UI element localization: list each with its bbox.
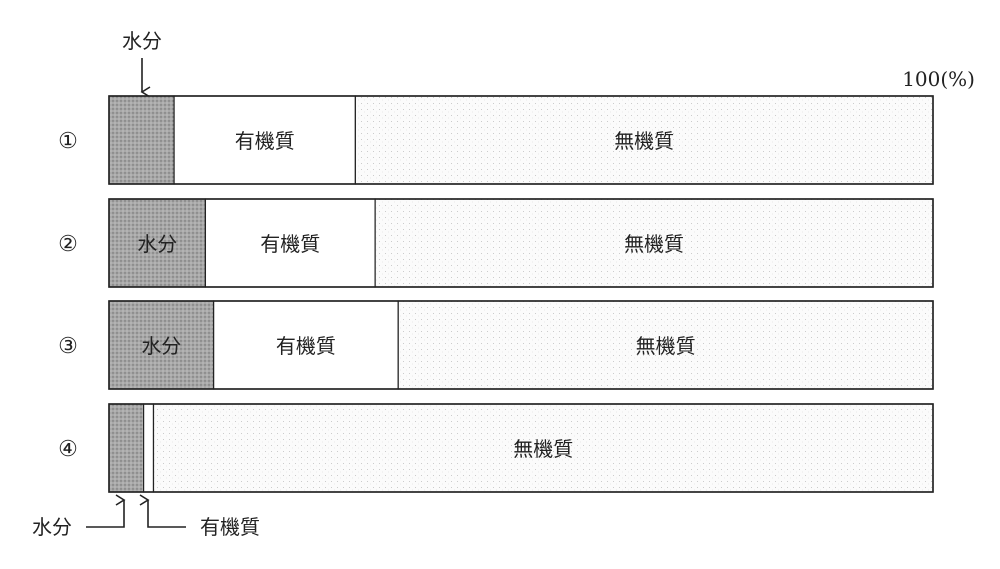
scale-label: 100(%) [902,67,975,91]
bottom-organic-arrow [139,494,186,528]
bar-3-organic-label: 有機質 [276,334,336,358]
bar-2-inorganic-label: 無機質 [624,232,684,256]
bar-4-outline [108,403,934,493]
row-label-1: ① [58,129,78,154]
bar-1-organic-label: 有機質 [235,129,295,153]
bar-3-outline [108,300,934,390]
bar-2-outline [108,198,934,288]
bar-3-water-label: 水分 [141,334,181,358]
bar-1-inorganic [354,95,934,185]
bar-4-organic [143,403,155,493]
bar-2-organic [204,198,376,288]
bar-1-outline [108,95,934,185]
top-water-annotation: 水分 [122,29,162,53]
bar-2-water [108,198,207,288]
bar-3-inorganic-label: 無機質 [636,334,696,358]
bar-2-water-label: 水分 [137,232,177,256]
bar-1-inorganic-label: 無機質 [614,129,674,153]
row-label-2: ② [58,232,78,257]
row-label-3: ③ [58,334,78,359]
bar-1-water [108,95,175,185]
bottom-water-arrow [86,494,126,528]
bottom-water-annotation: 水分 [32,515,72,539]
bar-4-water [108,403,145,493]
bar-4-inorganic-label: 無機質 [513,437,573,461]
bar-2-inorganic [374,198,934,288]
bar-2-organic-label: 有機質 [260,232,320,256]
row-label-4: ④ [58,437,78,462]
bar-4-inorganic [152,403,934,493]
bottom-organic-annotation: 有機質 [200,515,260,539]
